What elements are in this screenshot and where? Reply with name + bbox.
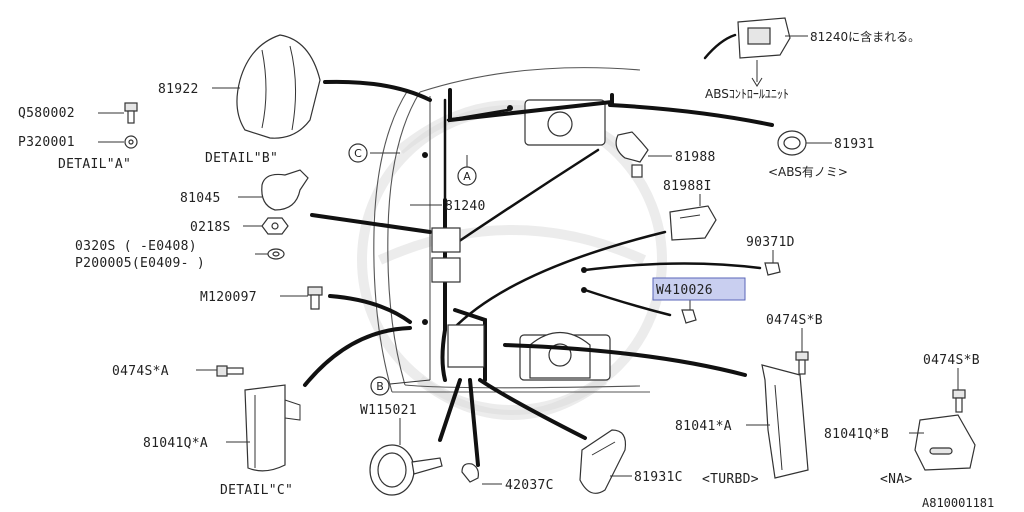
label-abs-control-unit: ABSｺﾝﾄﾛｰﾙﾕﾆｯﾄ (705, 87, 789, 101)
cable-tie-w115021 (369, 444, 443, 496)
label-81240-included-note: 81240に含まれる。 (810, 29, 920, 44)
abs-control-unit (737, 17, 791, 59)
highlight-box-w410026 (652, 277, 746, 301)
label-diagram-reference: A810001181 (922, 496, 994, 510)
label-0474s-b-2[interactable]: 0474S*B (923, 353, 980, 368)
svg-text:C: C (354, 147, 362, 160)
label-p320001[interactable]: P320001 (18, 135, 75, 150)
clip-w410026 (681, 309, 697, 324)
callout-b: B (370, 376, 390, 396)
label-81931c[interactable]: 81931C (634, 470, 683, 485)
harness-lines (303, 33, 774, 467)
label-0474s-a[interactable]: 0474S*A (112, 364, 169, 379)
label-81988[interactable]: 81988 (675, 150, 716, 165)
clip-81988i (669, 205, 717, 241)
clip-42037c (461, 463, 479, 483)
clip-81988 (615, 131, 649, 178)
nut-0218s (261, 217, 289, 235)
label-81041q-b[interactable]: 81041Q*B (824, 427, 889, 442)
label-abs-only: <ABS有ノミ> (768, 165, 848, 179)
part-81922-cover (236, 34, 321, 139)
grommet-81931c (579, 429, 627, 494)
label-w410026[interactable]: W410026 (656, 283, 713, 298)
label-0218s[interactable]: 0218S (190, 220, 231, 235)
bolt-m120097 (307, 286, 323, 310)
label-81922[interactable]: 81922 (158, 82, 199, 97)
label-90371d[interactable]: 90371D (746, 235, 795, 250)
clip-p320001 (124, 135, 138, 149)
label-turbo: <TURBD> (702, 472, 759, 487)
bracket-81041-a (761, 364, 809, 479)
label-detail-a: DETAIL"A" (58, 157, 131, 172)
grommet-81931 (777, 130, 807, 156)
washer-0320s (267, 248, 285, 260)
label-81240[interactable]: 81240 (445, 199, 486, 214)
label-0320s[interactable]: 0320S ( -E0408) (75, 239, 197, 254)
label-m120097[interactable]: M120097 (200, 290, 257, 305)
label-81931[interactable]: 81931 (834, 137, 875, 152)
clip-90371d (764, 262, 781, 276)
label-81988i[interactable]: 81988I (663, 179, 712, 194)
leader-lines (98, 35, 959, 485)
label-detail-c: DETAIL"C" (220, 483, 293, 498)
callout-c: C (348, 143, 368, 163)
label-0474s-b-1[interactable]: 0474S*B (766, 313, 823, 328)
part-labels: 81240に含まれる。 ABSｺﾝﾄﾛｰﾙﾕﾆｯﾄ 81922 Q580002 … (18, 29, 994, 510)
label-81041q-a[interactable]: 81041Q*A (143, 436, 208, 451)
label-81045[interactable]: 81045 (180, 191, 221, 206)
watermark-emblem (357, 100, 667, 420)
label-81041-a[interactable]: 81041*A (675, 419, 732, 434)
bolt-0474s-b-2 (952, 389, 966, 413)
label-w115021[interactable]: W115021 (360, 403, 417, 418)
label-q580002[interactable]: Q580002 (18, 106, 75, 121)
callout-a: A (457, 166, 477, 186)
part-81045-boot (261, 169, 309, 211)
bracket-81041q-a (244, 384, 301, 472)
bolt-0474s-a (216, 365, 244, 377)
bolt-0474s-b-1 (795, 351, 809, 375)
bracket-81041q-b (914, 414, 976, 471)
label-42037c[interactable]: 42037C (505, 478, 554, 493)
bolt-q580002 (124, 102, 138, 124)
svg-text:B: B (376, 380, 384, 393)
label-p200005[interactable]: P200005(E0409- ) (75, 256, 205, 271)
label-na: <NA> (880, 472, 913, 487)
svg-text:A: A (463, 170, 471, 183)
label-detail-b: DETAIL"B" (205, 151, 278, 166)
